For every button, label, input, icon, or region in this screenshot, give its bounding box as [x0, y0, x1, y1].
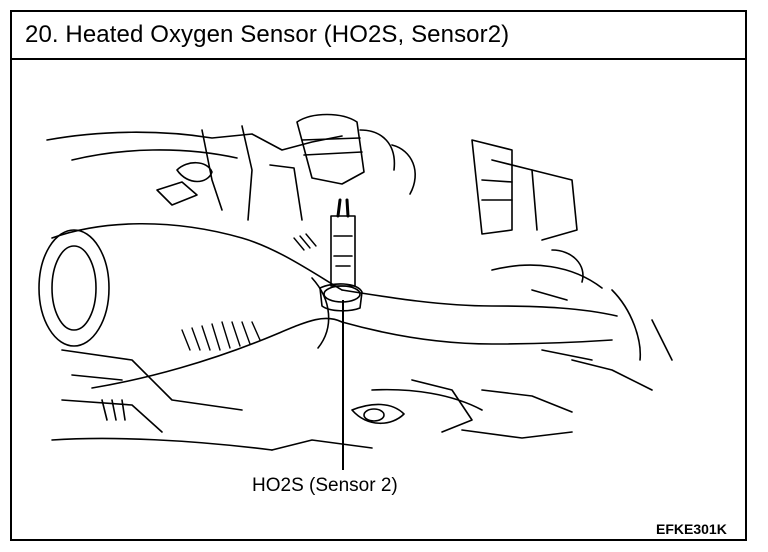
engine-illustration — [38, 113, 673, 470]
figure-frame: 20. Heated Oxygen Sensor (HO2S, Sensor2) — [10, 10, 747, 541]
title-bar: 20. Heated Oxygen Sensor (HO2S, Sensor2) — [12, 12, 745, 60]
figure-title: 20. Heated Oxygen Sensor (HO2S, Sensor2) — [25, 21, 510, 48]
sensor-callout-label: HO2S (Sensor 2) — [252, 475, 398, 496]
figure-code: EFKE301K — [656, 521, 727, 537]
